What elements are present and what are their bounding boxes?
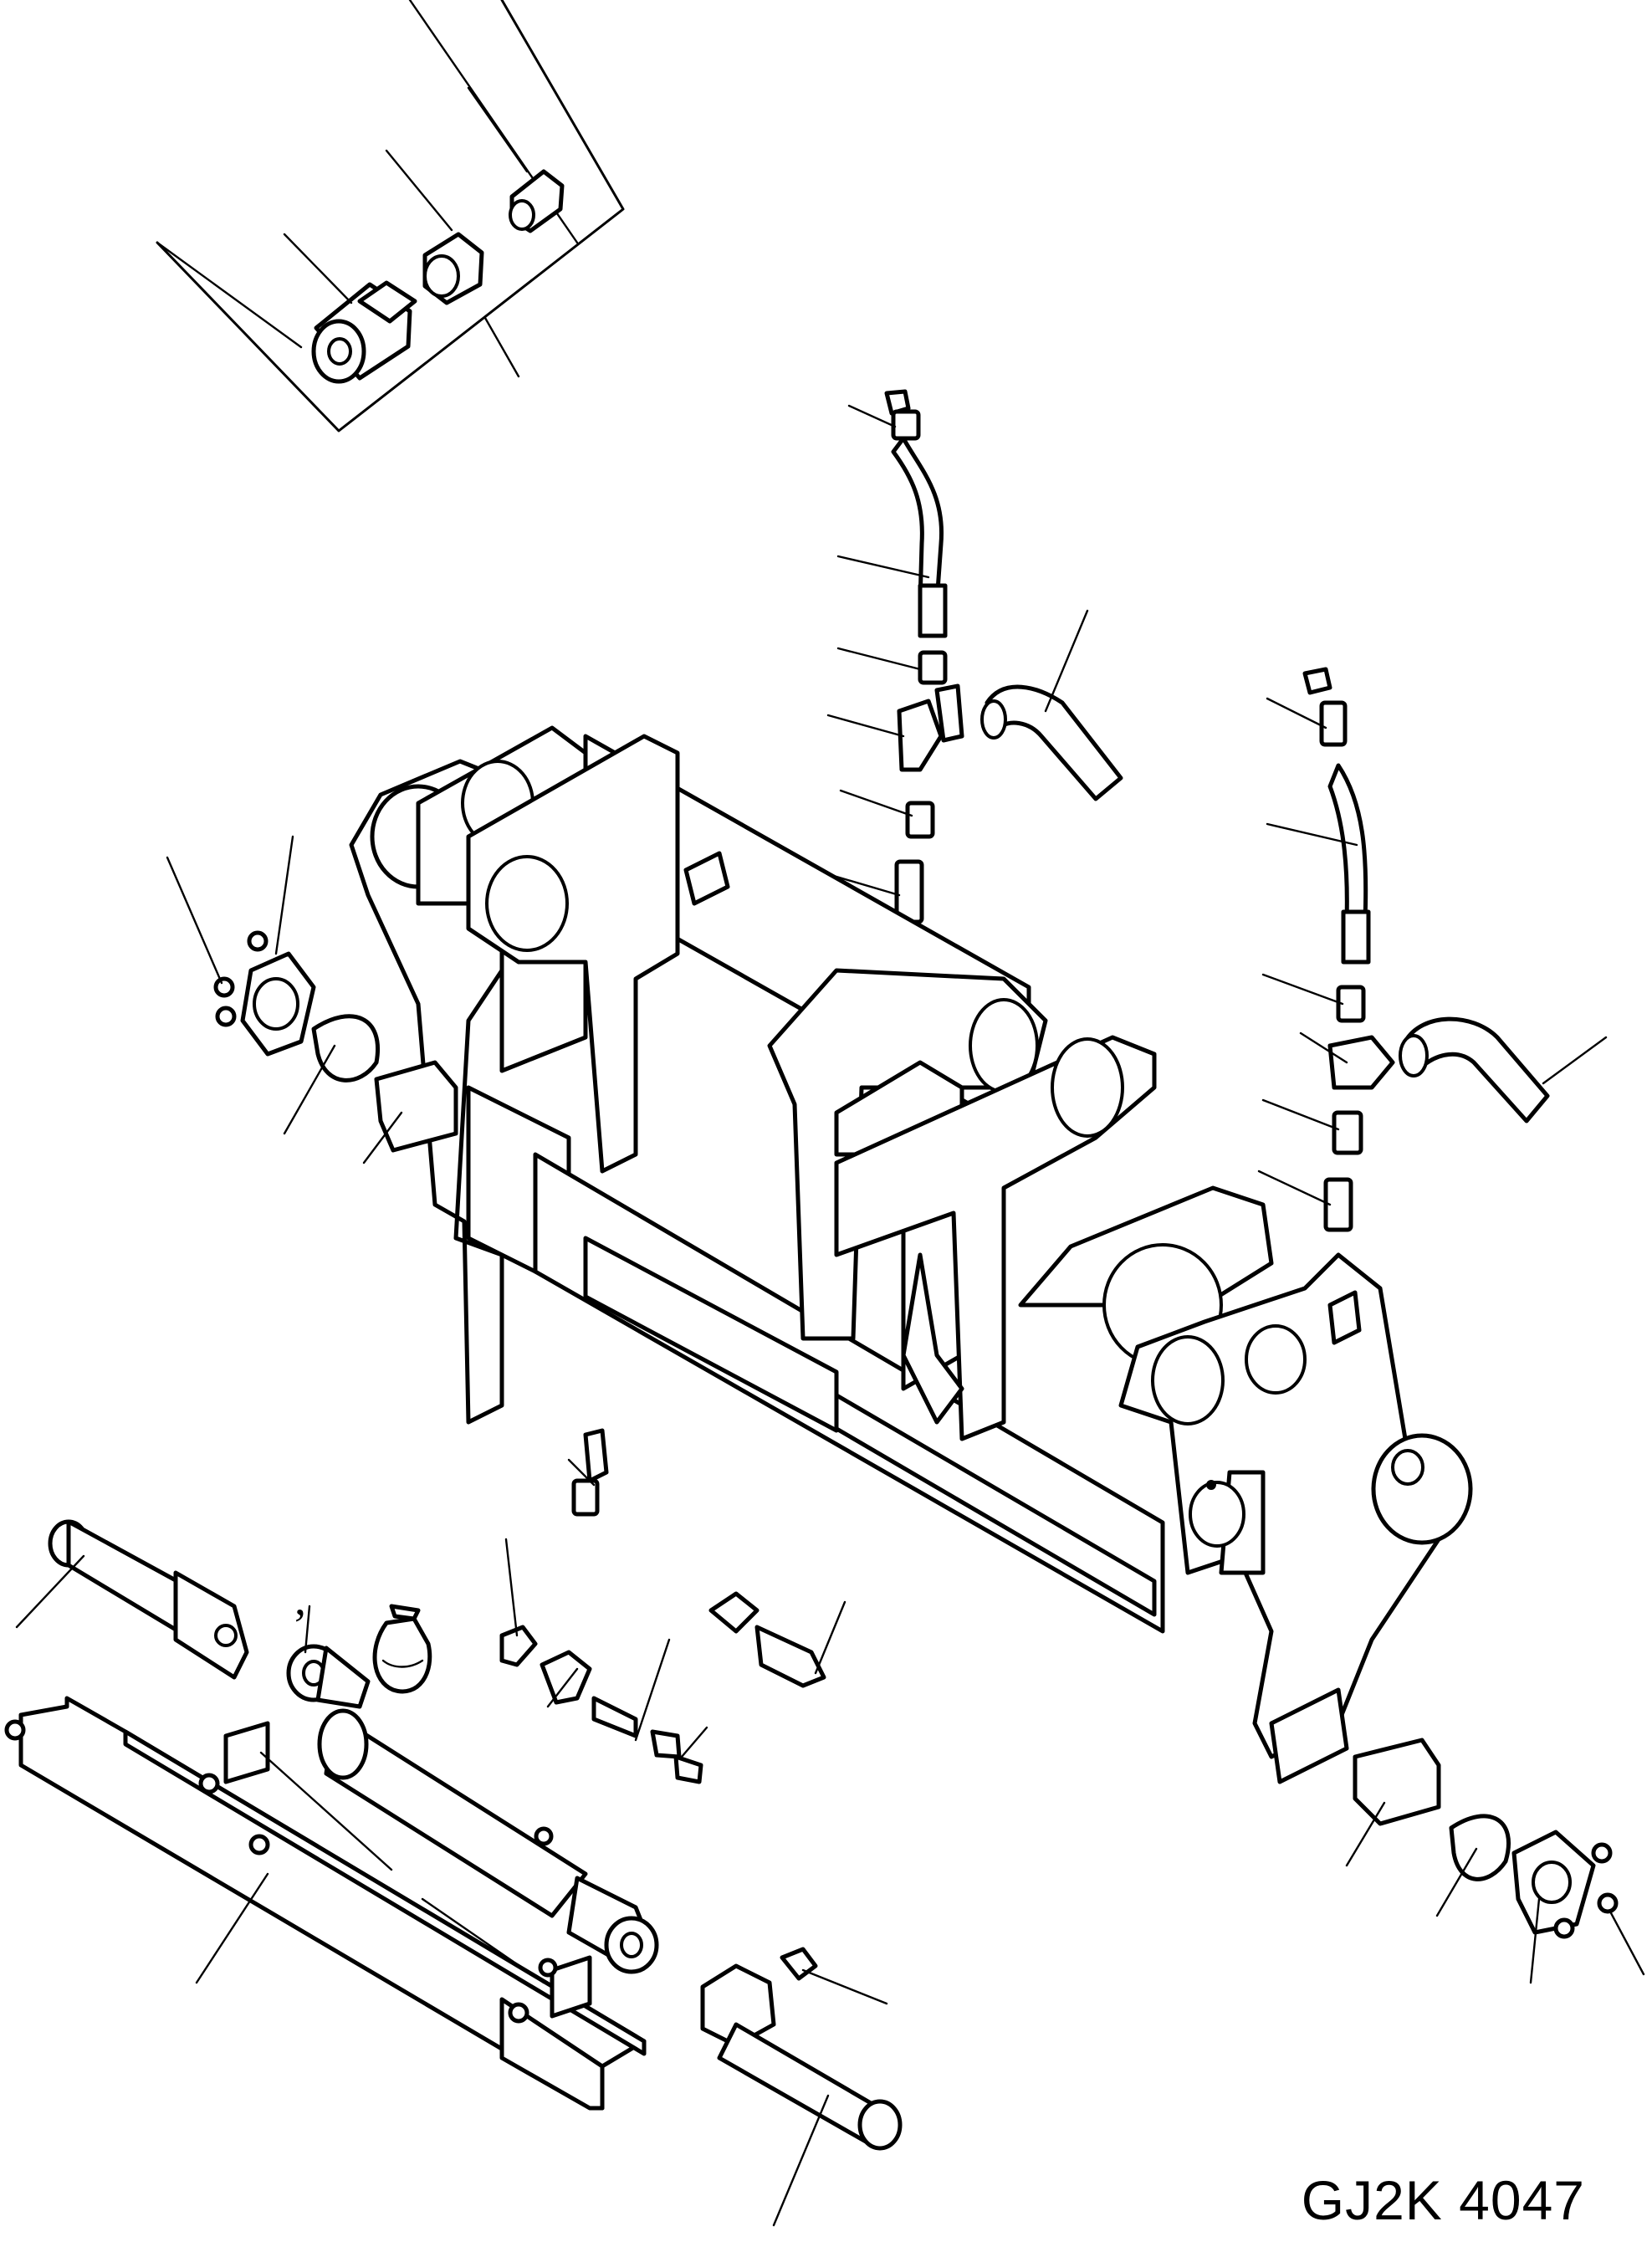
tick-mark: ,: [294, 1574, 306, 1625]
pin-left: [15, 1519, 249, 1680]
left-cap-assembly: [166, 835, 458, 1164]
coupler-nut: [422, 232, 484, 305]
pin-lower: [700, 1947, 903, 2227]
elbow-hose-right: [1399, 1016, 1608, 1124]
quick-coupler-large: [311, 280, 417, 384]
cover-plate: [4, 1696, 647, 2111]
elbow-hose-upper: [980, 609, 1123, 801]
right-cap-assembly: [1345, 1738, 1645, 1984]
main-frame: [349, 725, 1473, 1784]
parts-bag: [372, 1604, 432, 1694]
adapter-fitting: [509, 169, 565, 233]
hydraulic-line-left: [826, 389, 964, 924]
mounting-bolts: [534, 1826, 558, 1978]
hydraulic-cylinder: [223, 1605, 659, 2019]
hydraulic-line-right: [1257, 667, 1395, 1232]
fittings-cluster: [499, 1428, 846, 1784]
figure-code: GJ2K 4047: [1301, 2169, 1585, 2231]
fitting-kit-group: [156, 0, 625, 433]
